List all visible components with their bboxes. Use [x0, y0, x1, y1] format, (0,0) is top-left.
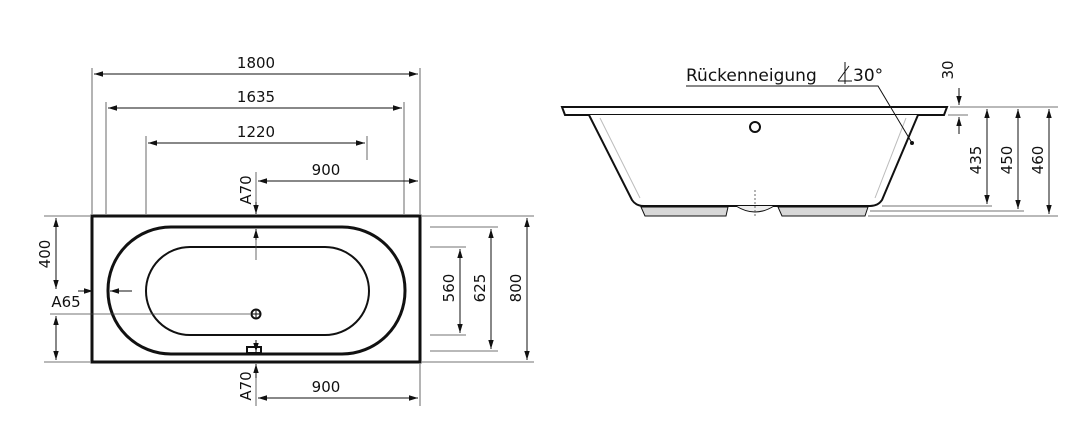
backrest-angle-label: 30°	[853, 66, 883, 86]
dim-625: 625	[471, 274, 489, 303]
dim-1635: 1635	[237, 88, 275, 106]
dim-900-bottom: 900	[312, 378, 341, 396]
top-view: 1800 1635 1220 900 900 A70 A70 A65 400	[36, 54, 534, 406]
dim-a70-top: A70	[237, 175, 255, 204]
foot-left	[640, 206, 729, 217]
basin-floor	[145, 246, 370, 336]
dim-1800: 1800	[237, 54, 275, 72]
dim-450: 450	[998, 146, 1016, 175]
dim-1220: 1220	[237, 123, 275, 141]
angle-icon	[837, 62, 852, 84]
dim-435: 435	[967, 146, 985, 175]
dim-900-top: 900	[312, 161, 341, 179]
side-view: Rückenneigung 30° 30 435 450 460	[560, 60, 1058, 217]
dim-30: 30	[939, 60, 957, 79]
rim	[560, 106, 949, 116]
dim-a65: A65	[51, 293, 80, 311]
dim-460: 460	[1029, 146, 1047, 175]
backrest-label: Rückenneigung	[686, 66, 817, 86]
dim-400: 400	[36, 240, 54, 269]
foot-right	[777, 206, 869, 217]
overflow-icon	[246, 346, 262, 354]
dim-800: 800	[507, 274, 525, 303]
overflow-hole-icon	[749, 121, 761, 133]
dim-560: 560	[440, 274, 458, 303]
dim-a70-bottom: A70	[237, 371, 255, 400]
